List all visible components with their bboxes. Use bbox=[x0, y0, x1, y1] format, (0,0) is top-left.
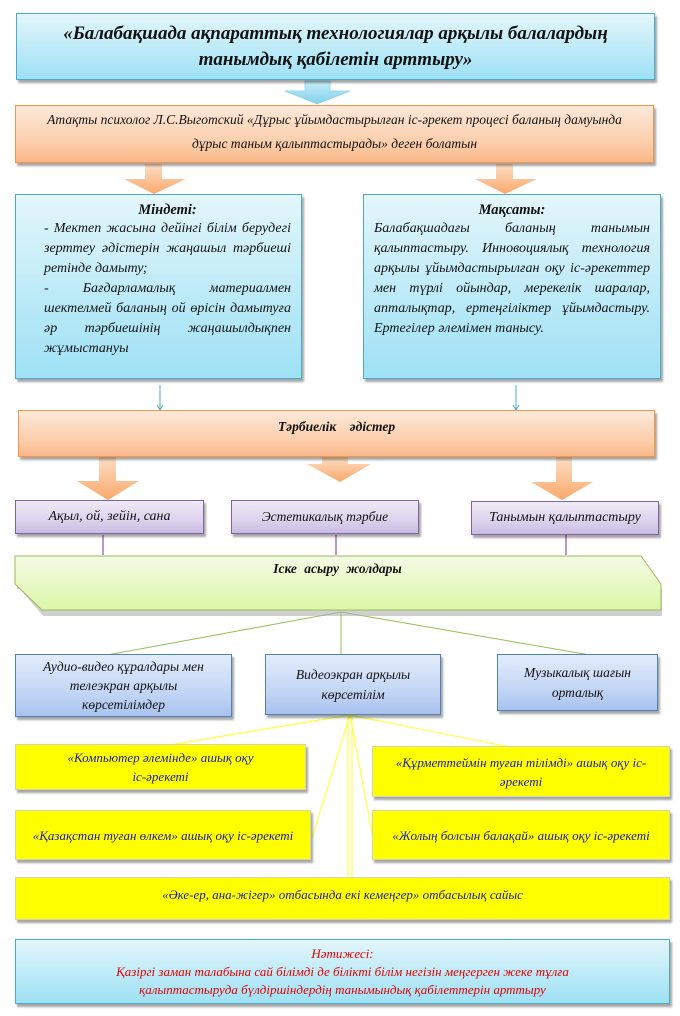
result-box: Нәтижесі: Қазіргі заман талабына сай біл… bbox=[15, 939, 670, 1004]
arrow-down-icon bbox=[77, 456, 139, 500]
method-item: Эстетикалық тәрбие bbox=[231, 500, 419, 534]
activity-label: «Жолың болсын балақай» ашық оқу іс-әреке… bbox=[392, 827, 650, 843]
implementation-shape bbox=[14, 555, 662, 616]
arrow-down-icon bbox=[531, 456, 593, 500]
activity-item: «Компьютер әлемінде» ашық оқу іс-әрекеті bbox=[15, 744, 306, 790]
arrow-down-icon bbox=[284, 80, 351, 105]
arrow-down-icon bbox=[475, 164, 537, 194]
implementation-item: Видеоэкран арқылы көрсетілім bbox=[265, 654, 441, 715]
arrow-down-icon bbox=[307, 456, 371, 482]
activity-label: «Құрметтеймін туған тілімді» ашық оқу іс… bbox=[395, 754, 647, 789]
result-heading: Нәтижесі: bbox=[311, 946, 374, 961]
method-item: Танымын қалыптастыру bbox=[471, 501, 659, 535]
result-text: Қазіргі заман талабына сай білімді де бі… bbox=[116, 964, 569, 997]
tasks-box: Міндеті: - Мектеп жасына дейінгі білім б… bbox=[15, 194, 302, 379]
goal-text: Балабақшадағы баланың танымын қалыптасты… bbox=[374, 221, 650, 336]
implementation-box: Іске асыру жолдары bbox=[14, 555, 662, 616]
implementation-item: Музыкалық шағын орталық bbox=[497, 654, 658, 711]
method-item-label: Эстетикалық тәрбие bbox=[261, 509, 389, 524]
methods-box: Тәрбиелік әдістер bbox=[18, 410, 655, 457]
implementation-item-label: Музыкалық шағын орталық bbox=[524, 664, 631, 700]
page-title: «Балабақшада ақпараттық технологиялар ар… bbox=[63, 22, 608, 70]
activity-item: «Қазақстан туған өлкем» ашық оқу іс-әрек… bbox=[15, 810, 311, 860]
activity-item: «Әке-ер, ана-жігер» отбасында екі кемеңг… bbox=[15, 877, 670, 920]
implementation-item-label: Аудио-видео құралдары мен телеэкран арқы… bbox=[43, 659, 204, 712]
goal-box: Мақсаты: Балабақшадағы баланың танымын қ… bbox=[363, 194, 661, 379]
implementation-item: Аудио-видео құралдары мен телеэкран арқы… bbox=[15, 654, 232, 717]
activity-label: «Қазақстан туған өлкем» ашық оқу іс-әрек… bbox=[32, 827, 294, 843]
title-box: «Балабақшада ақпараттық технологиялар ар… bbox=[16, 13, 655, 80]
tasks-heading: Міндеті: bbox=[138, 202, 197, 218]
goal-heading: Мақсаты: bbox=[478, 202, 546, 218]
activity-label: «Әке-ер, ана-жігер» отбасында екі кемеңг… bbox=[162, 887, 523, 902]
activity-item: «Құрметтеймін туған тілімді» ашық оқу іс… bbox=[372, 746, 670, 797]
tasks-item: - Бағдарламалық материалмен шектелмей ба… bbox=[44, 281, 291, 356]
method-item-label: Ақыл, ой, зейін, сана bbox=[48, 509, 171, 524]
activity-label: «Компьютер әлемінде» ашық оқу іс-әрекеті bbox=[67, 750, 254, 784]
method-item: Ақыл, ой, зейін, сана bbox=[15, 500, 204, 534]
methods-label: Тәрбиелік әдістер bbox=[277, 419, 396, 434]
tasks-item: - Мектеп жасына дейінгі білім берудегі з… bbox=[44, 221, 291, 276]
implementation-label: Іске асыру жолдары bbox=[273, 561, 402, 576]
activity-item: «Жолың болсын балақай» ашық оқу іс-әреке… bbox=[372, 810, 670, 860]
quote-box: Атақты психолог Л.С.Выготский «Дұрыс ұйы… bbox=[15, 105, 654, 163]
method-item-label: Танымын қалыптастыру bbox=[489, 510, 641, 525]
arrow-down-icon bbox=[124, 164, 186, 194]
quote-text: Атақты психолог Л.С.Выготский «Дұрыс ұйы… bbox=[47, 112, 622, 151]
implementation-item-label: Видеоэкран арқылы көрсетілім bbox=[295, 666, 411, 702]
